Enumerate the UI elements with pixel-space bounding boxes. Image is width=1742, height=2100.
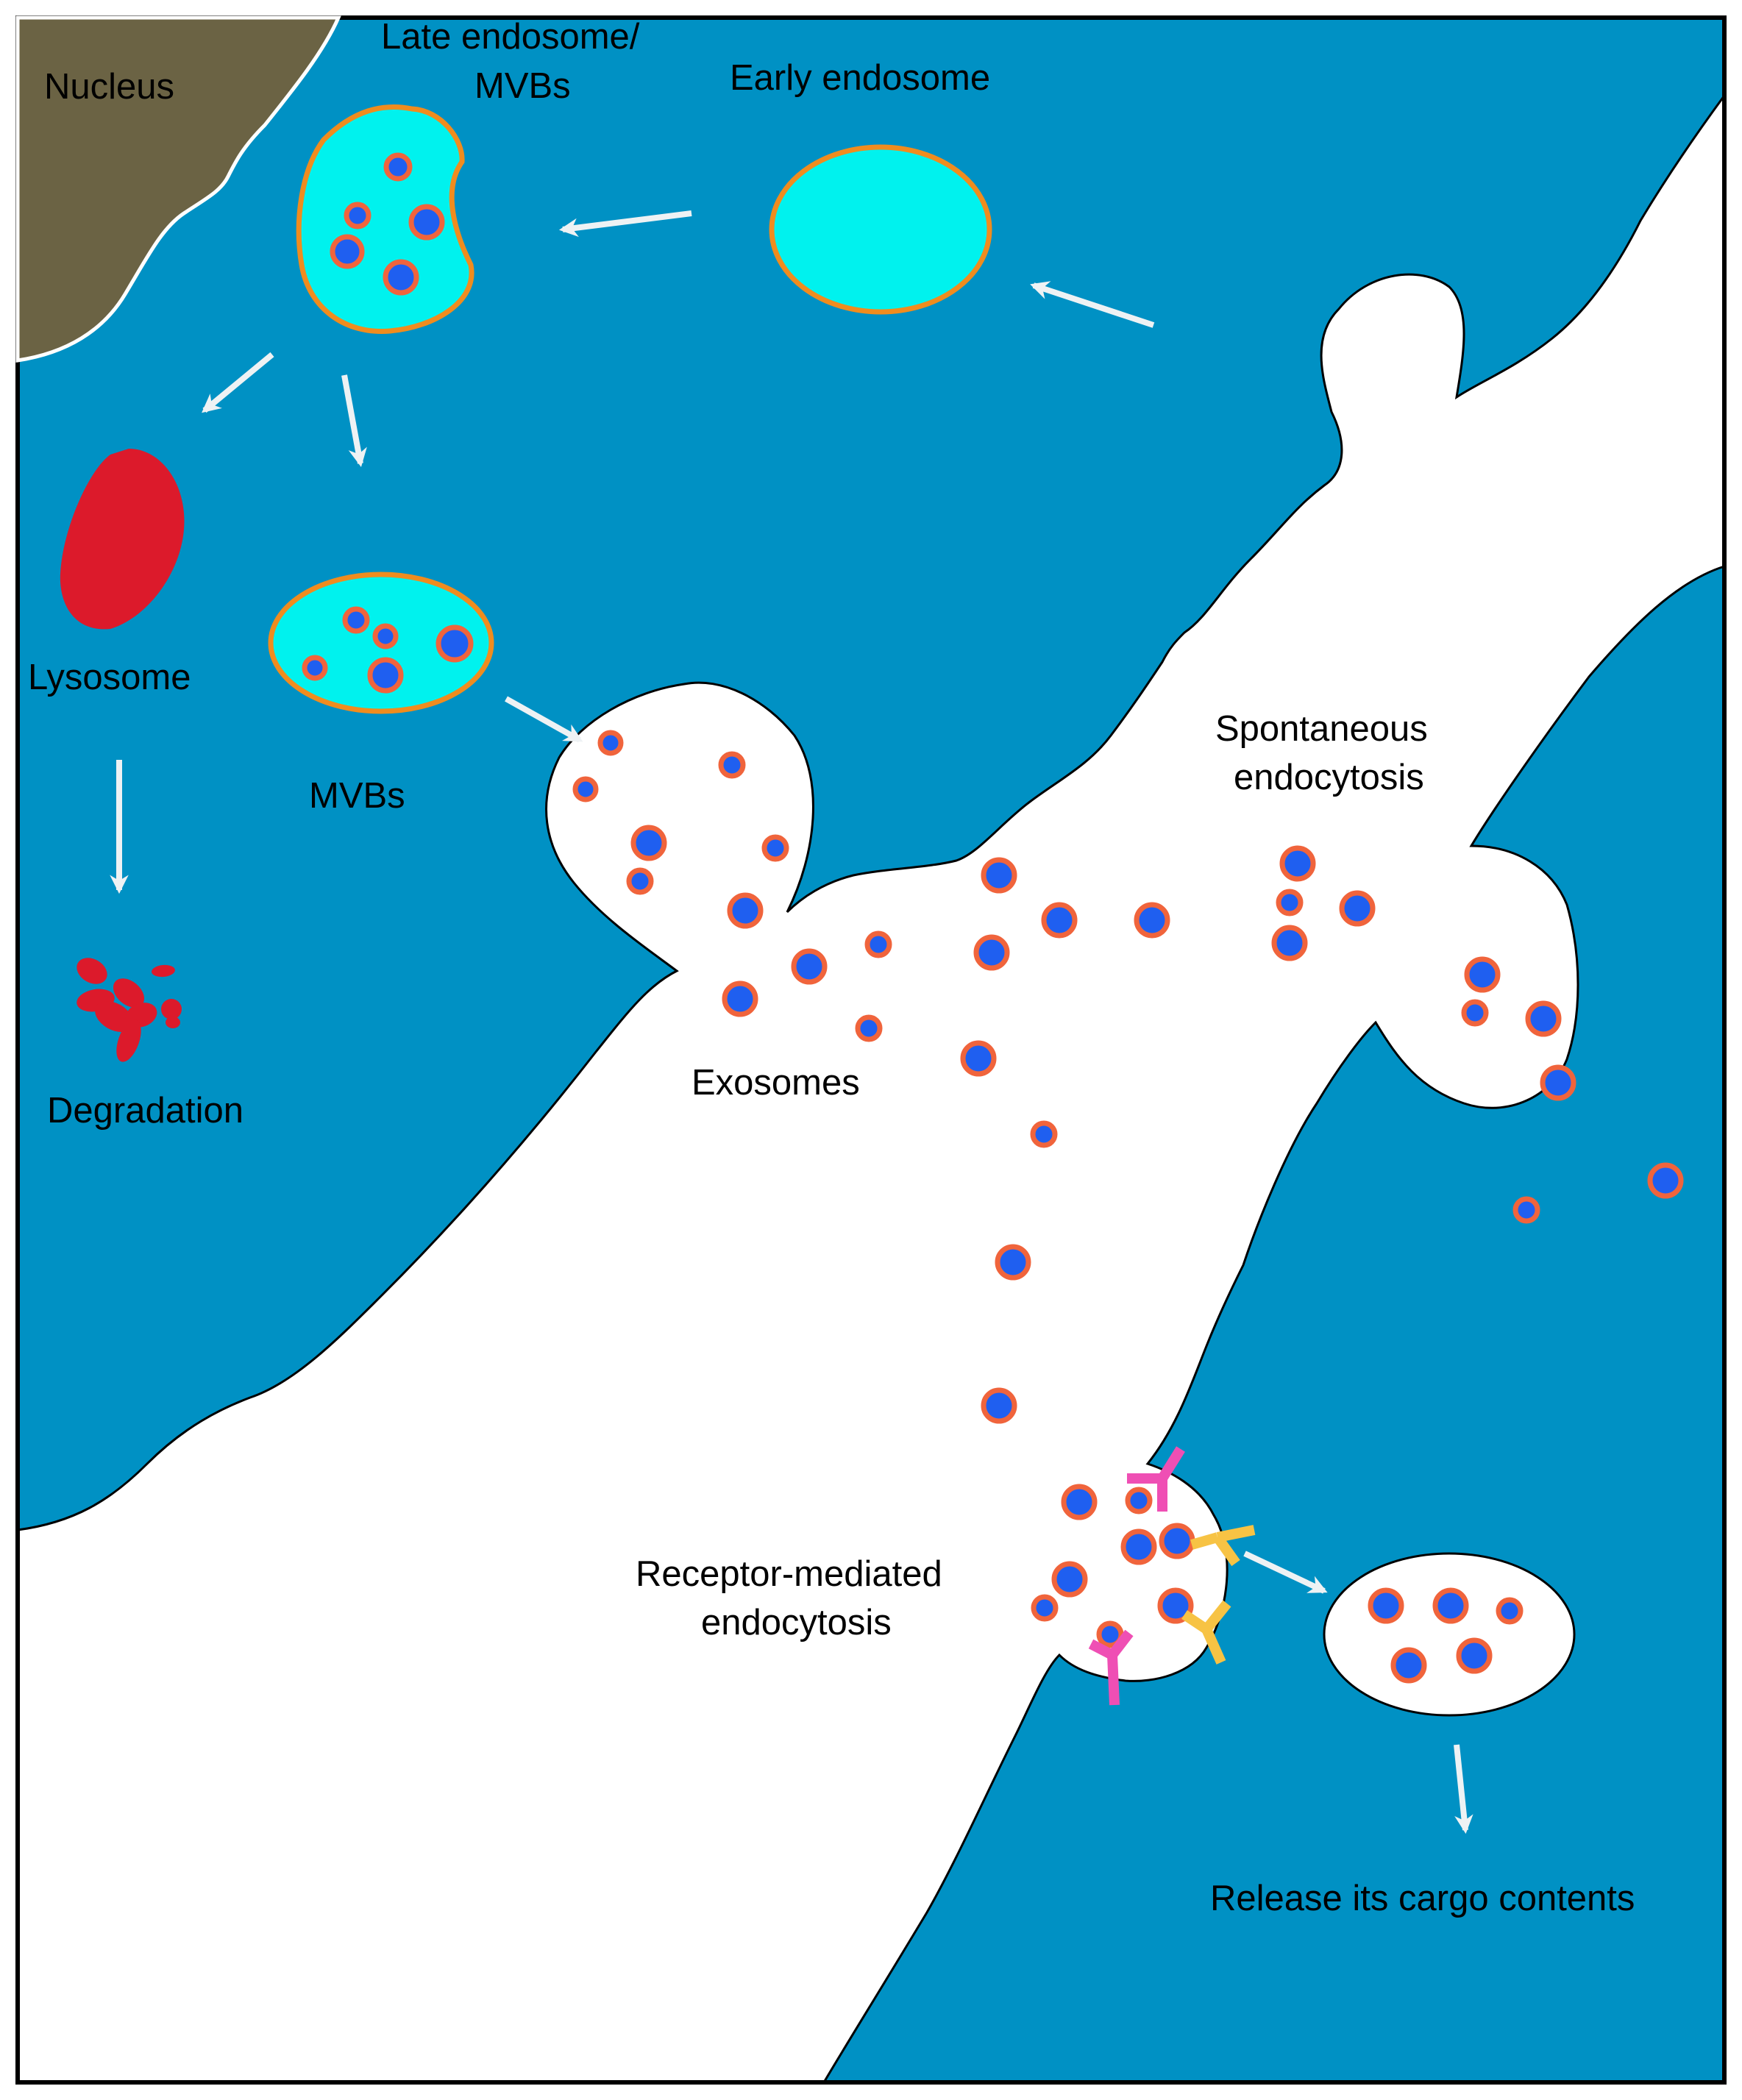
label-receptor-1: Receptor-mediated [636, 1554, 942, 1594]
exosome [626, 867, 654, 895]
exosome [981, 1387, 1017, 1424]
label-nucleus: Nucleus [44, 67, 174, 107]
late-endosome [296, 104, 474, 334]
exosome [1461, 999, 1489, 1027]
exosome [342, 606, 370, 634]
label-mvbs: MVBs [309, 776, 405, 816]
label-late-endosome-2: MVBs [474, 66, 571, 106]
label-receptor-2: endocytosis [701, 1603, 892, 1642]
exosome [1279, 845, 1316, 882]
receptor-pink-top [1127, 1446, 1185, 1512]
label-lysosome: Lysosome [28, 658, 191, 697]
receptor-pink-bottom [1088, 1629, 1134, 1706]
internalized-vesicle [1323, 1552, 1576, 1717]
exosome [383, 259, 419, 296]
exosome [1096, 1620, 1124, 1648]
exosome-vesicles [302, 152, 1684, 1684]
exosome [1339, 890, 1376, 927]
exosome [302, 655, 328, 681]
label-late-endosome-1: Late endosome/ [381, 17, 640, 57]
exosome [630, 825, 667, 861]
degradation-fragments [77, 958, 182, 1062]
exosome [1647, 1162, 1684, 1199]
exosome [597, 730, 624, 756]
label-degradation: Degradation [47, 1091, 243, 1131]
exosome [1276, 889, 1304, 916]
exosome [1030, 1120, 1058, 1148]
lysosome-shape [60, 449, 185, 630]
arrow-to-internalized-vesicle [1243, 1551, 1328, 1594]
exosome [791, 948, 828, 985]
left-cell-cytoplasm [16, 16, 1726, 1531]
exosome [1061, 1484, 1098, 1520]
exosome [1120, 1528, 1157, 1565]
receptor-yellow-bottom [1181, 1600, 1231, 1665]
exosome [960, 1040, 997, 1077]
exosome [436, 624, 474, 663]
early-endosome [769, 144, 992, 315]
exosome [367, 657, 404, 694]
arrow-to-mvb [341, 374, 367, 468]
receptor-yellow-right [1190, 1525, 1256, 1567]
exosome [1051, 1561, 1088, 1598]
exosome [864, 930, 892, 958]
arrow-to-release [1454, 1744, 1473, 1834]
exosome [973, 934, 1010, 971]
exosome [995, 1244, 1031, 1281]
nucleus-shape [15, 15, 341, 363]
label-release: Release its cargo contents [1210, 1879, 1635, 1918]
arrow-to-lysosome [202, 352, 274, 413]
exosome [981, 857, 1017, 894]
exosome [1157, 1587, 1194, 1624]
exosome [1456, 1637, 1493, 1674]
exosome [1540, 1064, 1576, 1101]
label-spontaneous-2: endocytosis [1234, 758, 1424, 797]
label-early-endosome: Early endosome [730, 58, 990, 98]
exosome [372, 623, 399, 649]
label-exosomes: Exosomes [692, 1063, 860, 1103]
exosome [344, 202, 371, 229]
exosome [1031, 1594, 1059, 1622]
exosome [408, 204, 445, 241]
exosome [727, 892, 764, 929]
exosome [1496, 1597, 1524, 1625]
exosome [1271, 925, 1308, 961]
receptors [1088, 1446, 1256, 1706]
exosome [1390, 1647, 1427, 1684]
exosome [1041, 902, 1078, 939]
exosome [761, 834, 789, 862]
exosome [718, 751, 746, 779]
exosome [1525, 1000, 1562, 1037]
exosome [1464, 956, 1501, 993]
exosome [1512, 1196, 1540, 1224]
arrow-to-early-endosome [1030, 281, 1155, 328]
label-spontaneous-1: Spontaneous [1215, 709, 1428, 749]
exosome [383, 152, 413, 182]
exosome [1134, 902, 1170, 939]
exosome [722, 980, 758, 1017]
arrow-to-late-endosome [558, 210, 692, 238]
arrow-mvb-to-exosomes [505, 696, 583, 743]
pathway-arrows [110, 210, 1473, 1834]
exosome [330, 234, 365, 269]
exosome [1125, 1487, 1153, 1515]
exosome [1159, 1523, 1195, 1559]
exosome [1368, 1587, 1404, 1624]
frame-border [15, 15, 1727, 2085]
exosome [572, 776, 599, 802]
exosome [855, 1014, 883, 1042]
exosome [1432, 1587, 1469, 1624]
